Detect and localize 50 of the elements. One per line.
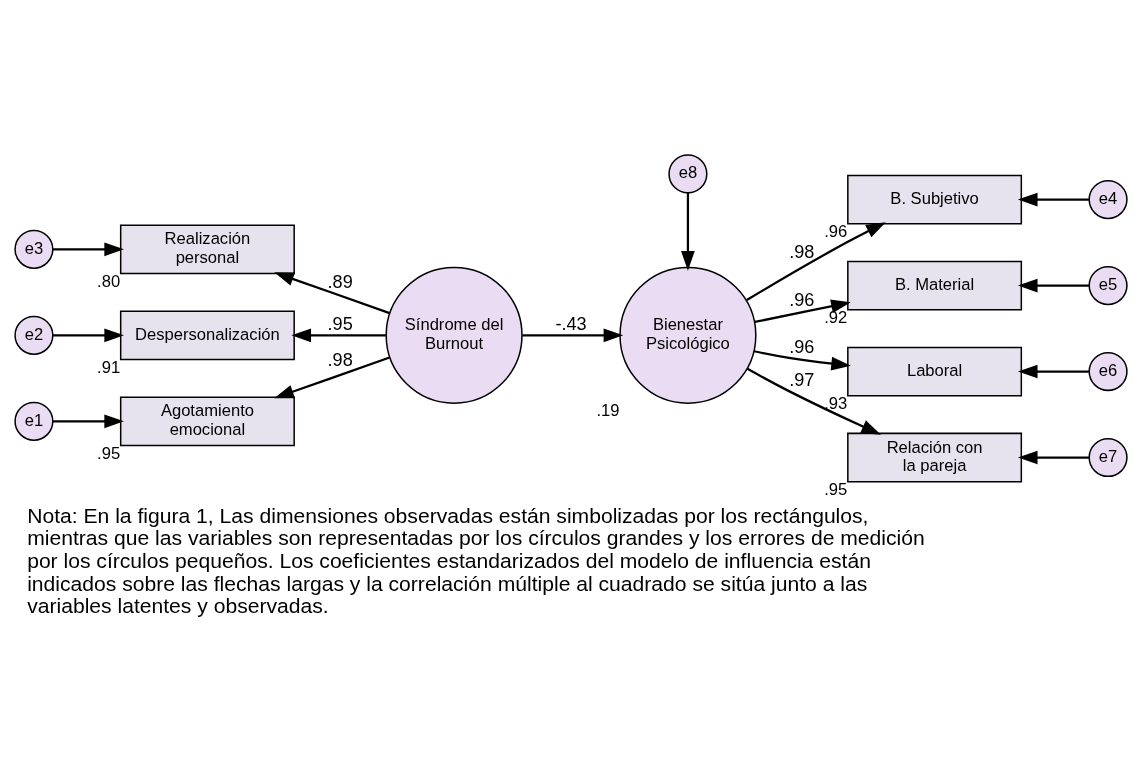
node-circle: e4 [1088, 179, 1128, 220]
node-circle: e7 [1088, 437, 1128, 478]
node-box: Relación con la pareja [847, 432, 1023, 483]
node-circle: e8 [668, 154, 708, 194]
arrow [1017, 192, 1089, 207]
edge-label: .98 [327, 350, 353, 371]
node-circle: e1 [14, 401, 54, 441]
edge-label: .95 [327, 314, 353, 335]
node-label: .96 [824, 221, 848, 241]
node-circle: Síndrome del Burnout [385, 266, 523, 404]
node-box: B. Subjetivo [847, 174, 1023, 225]
node-label: .95 [97, 443, 121, 463]
arrow [53, 242, 124, 257]
edge-label: .89 [327, 271, 353, 292]
arrow [753, 350, 851, 371]
arrow [754, 299, 851, 324]
arrow [522, 328, 624, 343]
arrow [291, 328, 386, 343]
arrow [1017, 364, 1089, 379]
arrow [746, 222, 886, 302]
arrow [746, 367, 881, 435]
node-box: Agotamiento emocional [119, 396, 295, 447]
node-box: Realización personal [119, 224, 295, 275]
node-circle: e5 [1088, 265, 1128, 306]
node-circle: Bienestar Psicológico [619, 266, 757, 404]
node-circle: e2 [14, 315, 54, 355]
node-label: .92 [824, 307, 848, 327]
node-label: .19 [596, 401, 620, 421]
edge-label: .97 [789, 370, 815, 390]
caption: Nota: En la figura 1, Las dimensiones observadas están simbolizadas por los rectángulos, mientras que las variables son representadas por los círculos grandes y los errores de medición por los círculos pequeños. Los coeficientes estandarizados del modelo de influencia están indicados sobre las flechas largas y la correlación múltiple al cuadrado se sitúa junto a las variables latentes y observadas. [27, 503, 925, 618]
node-label: .80 [97, 271, 121, 291]
edge-label: -.43 [555, 314, 587, 335]
node-box: Despersonalización [119, 310, 295, 361]
node-circle: e6 [1088, 351, 1128, 392]
arrow [1017, 278, 1089, 293]
node-label: .91 [97, 357, 121, 377]
arrow [1017, 450, 1089, 465]
node-circle: e3 [14, 229, 54, 269]
arrow [274, 272, 390, 315]
edge-label: .96 [789, 290, 815, 311]
node-box: B. Material [847, 260, 1023, 311]
edge-label: .98 [789, 241, 815, 262]
arrow [274, 356, 390, 399]
edge-label: .96 [789, 336, 815, 357]
arrow [53, 414, 124, 429]
arrow [681, 192, 695, 271]
node-label: .95 [824, 479, 848, 499]
arrow [53, 328, 124, 343]
node-label: .93 [824, 393, 848, 413]
node-box: Laboral [847, 346, 1023, 397]
